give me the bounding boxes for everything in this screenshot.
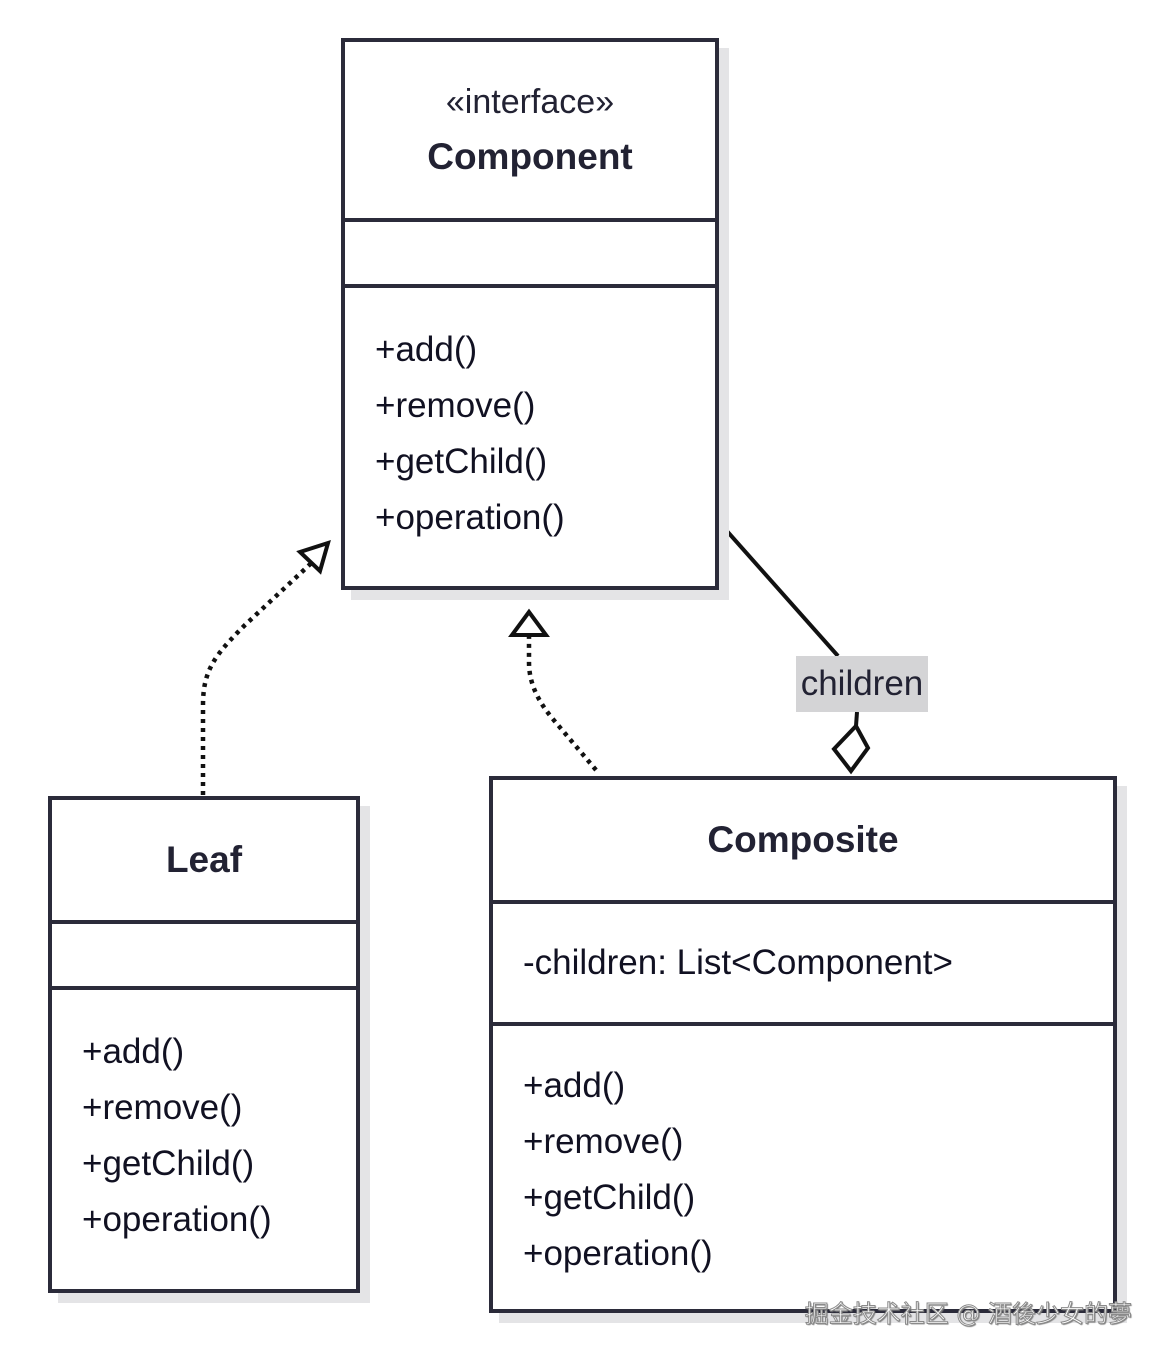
- component-method: +add(): [375, 330, 478, 369]
- component-attributes: [345, 222, 715, 288]
- leaf-methods: +add() +remove() +getChild() +operation(…: [52, 990, 356, 1248]
- aggregation-label: children: [796, 656, 928, 712]
- composite-method: +getChild(): [523, 1178, 696, 1217]
- composite-method: +add(): [523, 1066, 626, 1105]
- leaf-class[interactable]: Leaf +add() +remove() +getChild() +opera…: [48, 796, 360, 1293]
- leaf-header: Leaf: [52, 800, 356, 924]
- composite-attributes: -children: List<Component>: [493, 904, 1113, 1026]
- composite-method: +operation(): [523, 1234, 713, 1273]
- leaf-name: Leaf: [165, 839, 243, 880]
- leaf-realization-line: [200, 553, 322, 795]
- composite-realization-line: [526, 636, 598, 772]
- component-methods: +add() +remove() +getChild() +operation(…: [345, 288, 715, 546]
- composite-methods: +add() +remove() +getChild() +operation(…: [493, 1026, 1113, 1282]
- component-method: +remove(): [375, 386, 536, 425]
- leaf-attributes: [52, 924, 356, 990]
- component-header: «interface» Component: [345, 42, 715, 222]
- composite-attribute: -children: List<Component>: [523, 943, 953, 982]
- leaf-method: +operation(): [82, 1200, 272, 1239]
- leaf-realization-arrowhead: [296, 539, 331, 575]
- composite-header: Composite: [493, 780, 1113, 904]
- leaf-method: +remove(): [82, 1088, 243, 1127]
- component-method: +getChild(): [375, 442, 548, 481]
- composite-name: Composite: [707, 819, 899, 860]
- component-stereotype: «interface»: [445, 82, 615, 121]
- watermark: 掘金技术社区 @ 酒後少女的夢: [804, 1300, 1132, 1329]
- aggregation-line-upper: [716, 519, 840, 658]
- component-name: Component: [427, 135, 633, 177]
- component-method: +operation(): [375, 498, 565, 537]
- component-class[interactable]: «interface» Component +add() +remove() +…: [341, 38, 719, 590]
- composite-class[interactable]: Composite -children: List<Component> +ad…: [489, 776, 1117, 1313]
- composite-realization-arrowhead: [508, 608, 550, 637]
- leaf-method: +getChild(): [82, 1144, 255, 1183]
- composite-method: +remove(): [523, 1122, 684, 1161]
- leaf-method: +add(): [82, 1032, 185, 1071]
- aggregation-diamond: [831, 722, 871, 775]
